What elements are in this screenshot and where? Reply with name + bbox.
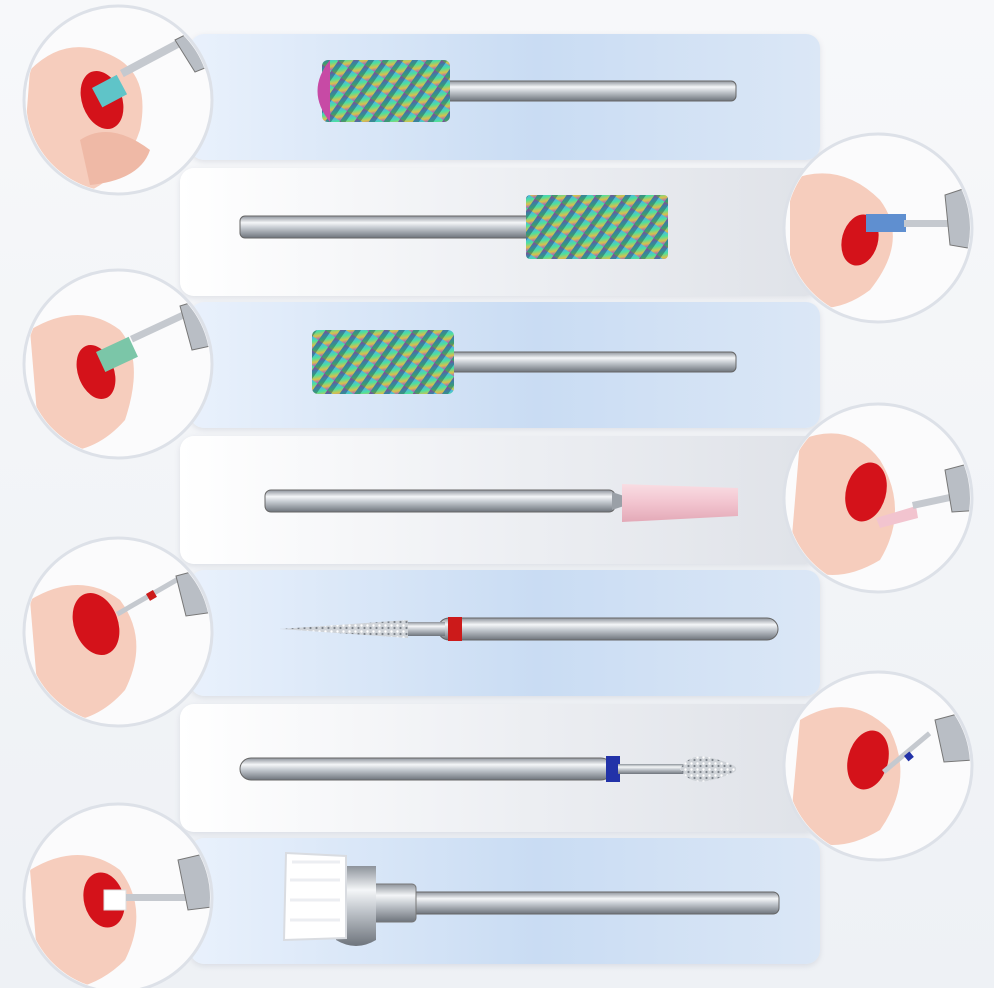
- usage-thumb-6: [782, 670, 974, 862]
- bit-5: [280, 617, 779, 641]
- blue-band: [606, 756, 620, 782]
- usage-thumb-1: [22, 4, 214, 196]
- red-band: [448, 617, 462, 641]
- usage-thumb-2: [782, 132, 974, 324]
- bit-7: [282, 851, 780, 946]
- usage-thumb-4: [782, 402, 974, 594]
- usage-thumb-5: [22, 536, 214, 728]
- bit-6: [239, 756, 737, 782]
- bit-1: [317, 60, 737, 122]
- usage-thumb-7: [22, 802, 214, 988]
- usage-thumb-3: [22, 268, 214, 460]
- bit-2: [239, 195, 668, 259]
- bit-4: [264, 484, 738, 522]
- bit-3: [312, 330, 737, 394]
